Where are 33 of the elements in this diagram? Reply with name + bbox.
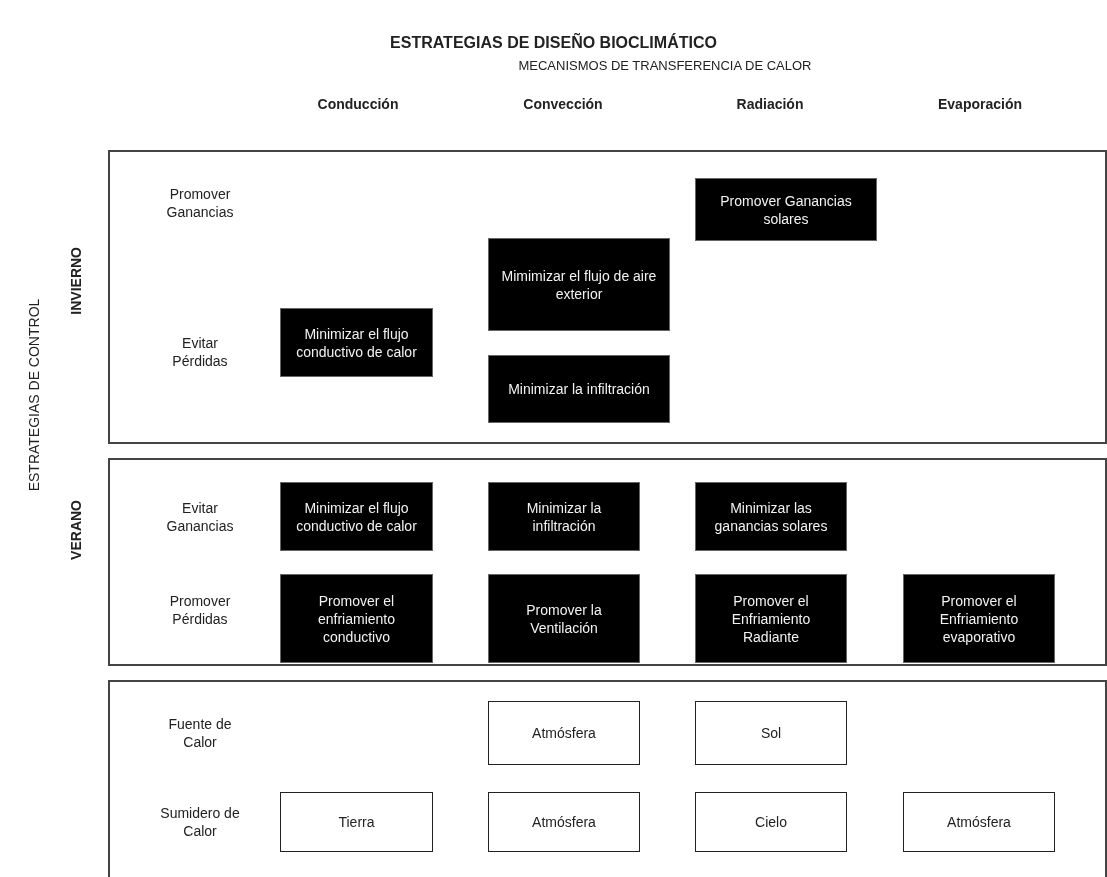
source-box: Sol (695, 701, 847, 765)
row-label: Evitar Pérdidas (171, 334, 229, 370)
axis-heading: ESTRATEGIAS DE CONTROL (25, 298, 43, 492)
strategy-box: Promover Ganancias solares (695, 178, 877, 241)
strategy-box: Promover la Ventilación (488, 574, 640, 663)
source-box: Atmósfera (488, 792, 640, 852)
source-box: Tierra (280, 792, 433, 852)
strategy-box: Minimizar el flujo conductivo de calor (280, 482, 433, 551)
column-heading: Radiación (735, 95, 805, 113)
row-label: Promover Pérdidas (168, 592, 232, 628)
column-heading: Evaporación (937, 95, 1023, 113)
strategy-box: Promover el enfriamiento conductivo (280, 574, 433, 663)
row-label: Fuente de Calor (167, 715, 233, 751)
column-heading: Convección (522, 95, 604, 113)
panel-frame (108, 680, 1107, 877)
axis-heading: MECANISMOS DE TRANSFERENCIA DE CALOR (517, 57, 813, 75)
strategy-box: Promover el Enfriamiento Radiante (695, 574, 847, 663)
source-box: Cielo (695, 792, 847, 852)
diagram-title: ESTRATEGIAS DE DISEÑO BIOCLIMÁTICO (389, 34, 718, 52)
strategy-box: Promover el Enfriamiento evaporativo (903, 574, 1055, 663)
strategy-box: Minimizar las ganancias solares (695, 482, 847, 551)
strategy-box: Minimizar el flujo conductivo de calor (280, 308, 433, 377)
source-box: Atmósfera (903, 792, 1055, 852)
strategy-box: Minimizar la infiltración (488, 355, 670, 423)
row-label: Promover Ganancias (165, 185, 235, 221)
season-label: VERANO (68, 500, 84, 560)
season-label: INVIERNO (68, 247, 84, 315)
strategy-box: Mimimizar el flujo de aire exterior (488, 238, 670, 331)
source-box: Atmósfera (488, 701, 640, 765)
row-label: Evitar Ganancias (165, 499, 235, 535)
column-heading: Conducción (316, 95, 400, 113)
strategy-box: Minimizar la infiltración (488, 482, 640, 551)
row-label: Sumidero de Calor (159, 804, 241, 840)
